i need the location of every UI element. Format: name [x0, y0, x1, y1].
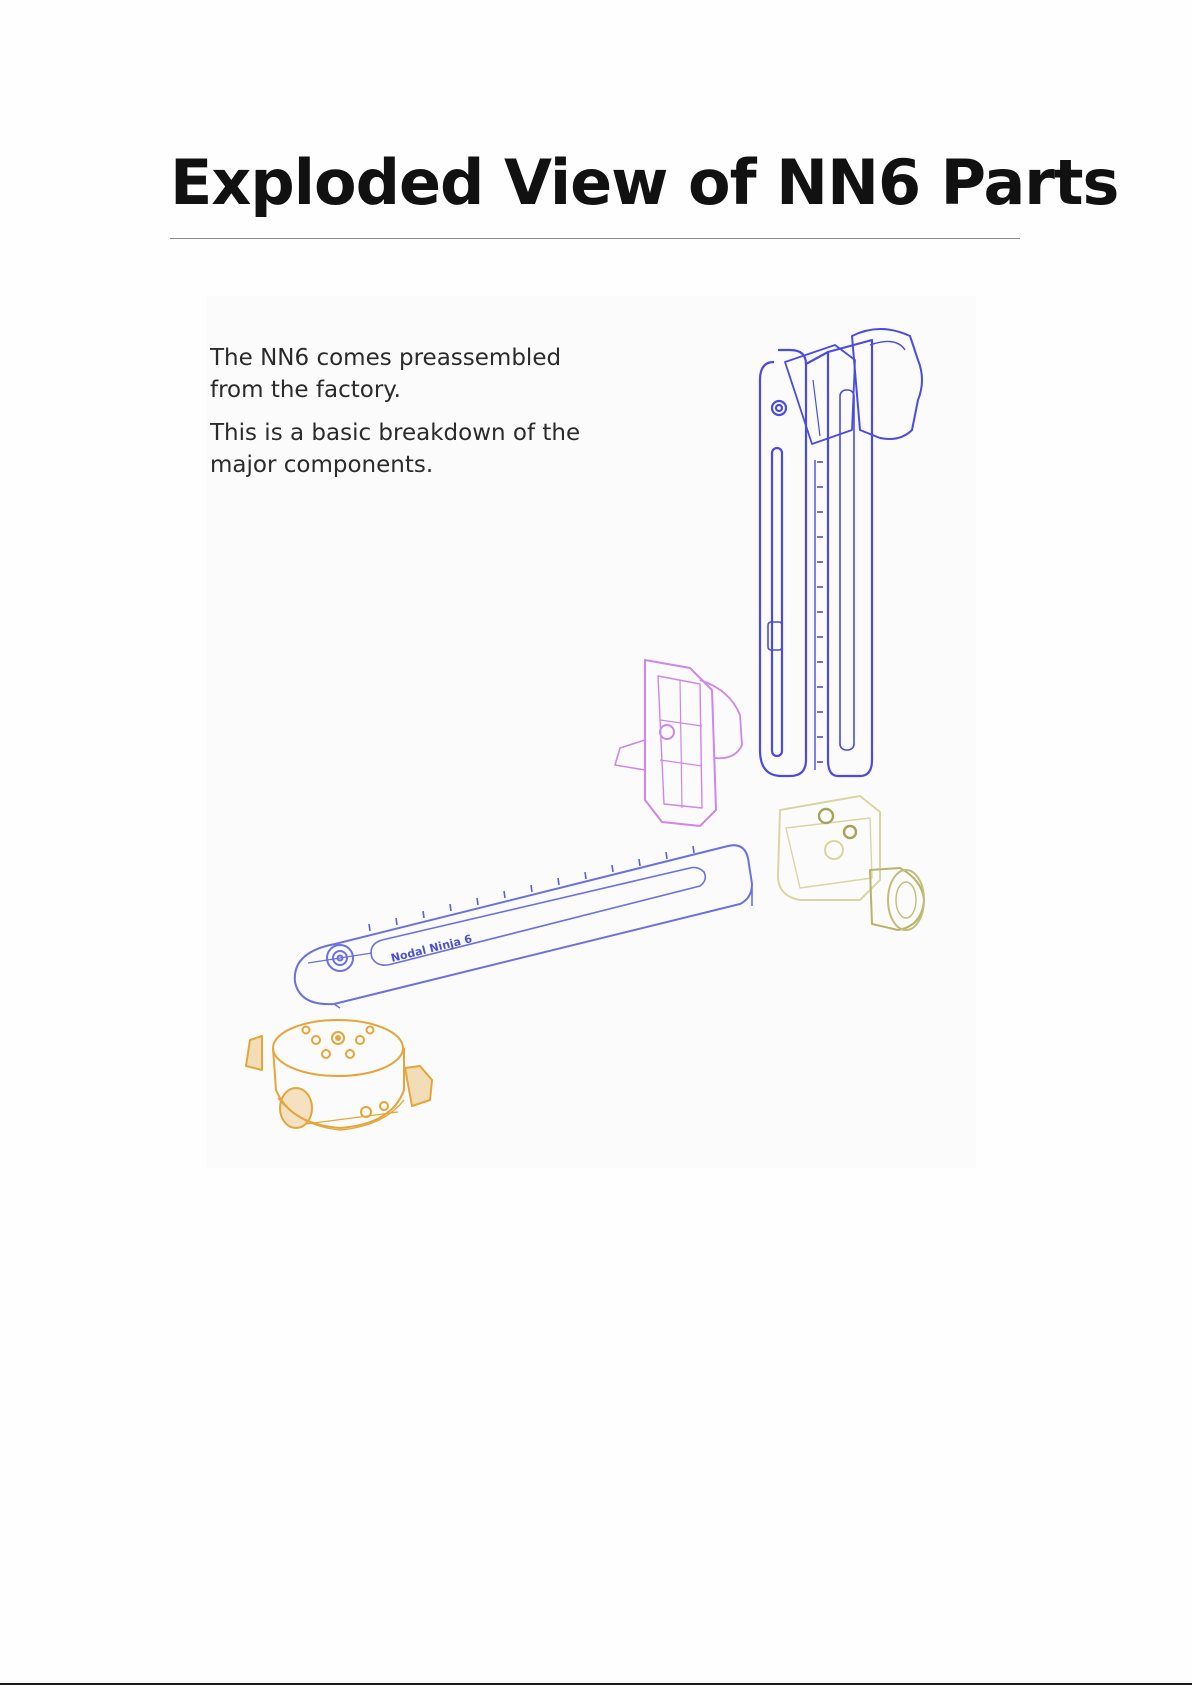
- horizontal-rail: [295, 845, 752, 1008]
- horizontal-rail-scale: [369, 846, 694, 931]
- rotator-base: [246, 1020, 432, 1130]
- vertical-arm: [760, 329, 922, 776]
- vertical-arm-scale: [817, 462, 823, 762]
- rail-brand-label: Nodal Ninja 6: [390, 932, 474, 965]
- upper-rail-clamp: [778, 796, 924, 930]
- camera-clamp: [615, 660, 742, 826]
